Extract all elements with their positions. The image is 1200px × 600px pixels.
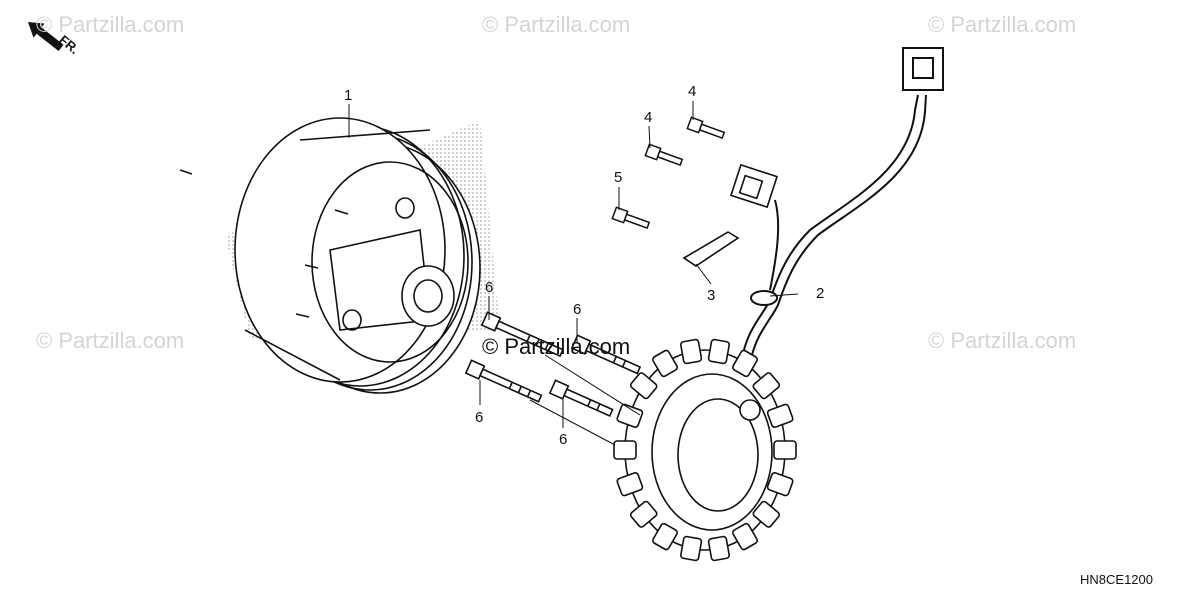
stator-tooth: [629, 500, 658, 528]
stator-tooth: [766, 403, 794, 428]
callout-bolt-f: 6: [475, 409, 484, 426]
callout-bolt-c: 5: [614, 169, 623, 186]
stator-tooth: [766, 472, 794, 497]
callout-bolt-g: 6: [559, 431, 568, 448]
small-bolt-drawings: [611, 116, 726, 230]
stator-tooth: [616, 472, 644, 497]
diagram-code: HN8CE1200: [1080, 572, 1153, 587]
wire-harness-drawing: [739, 47, 944, 376]
watermark-top-left: © Partzilla.com: [36, 12, 185, 37]
stator-tooth: [732, 522, 758, 551]
stator-tooth: [732, 349, 758, 378]
callout-bolt-b: 4: [644, 109, 653, 126]
watermark-center: © Partzilla.com: [482, 334, 631, 359]
callout-bolt-d: 6: [485, 279, 494, 296]
watermark-top-right: © Partzilla.com: [928, 12, 1077, 37]
callout-bolt-a: 4: [688, 83, 697, 100]
watermark-top-center: © Partzilla.com: [482, 12, 631, 37]
pulser-bracket-drawing: [682, 163, 779, 267]
bolt-drawings: [464, 311, 642, 418]
flywheel-drawing: [179, 117, 500, 394]
stator-tooth: [680, 338, 703, 365]
stator-tooth: [752, 372, 781, 400]
stator-tooth: [773, 440, 797, 460]
stator-tooth: [707, 338, 730, 365]
stator-tooth: [613, 440, 637, 460]
stator-tooth: [629, 372, 658, 400]
watermark-middle-left: © Partzilla.com: [36, 328, 185, 353]
stator-tooth: [707, 535, 730, 562]
stator-coil-drawing: [613, 338, 797, 562]
leader-lines: [348, 101, 799, 446]
front-direction-arrow-icon: [28, 22, 64, 52]
stator-tooth: [616, 403, 644, 428]
callout-wire-harness: 2: [816, 285, 825, 302]
stator-tooth: [652, 349, 678, 378]
callout-bolt-e: 6: [573, 301, 582, 318]
watermark-middle-right: © Partzilla.com: [928, 328, 1077, 353]
callout-flywheel: 1: [344, 87, 353, 104]
callout-bracket: 3: [707, 287, 716, 304]
stator-tooth: [652, 522, 678, 551]
stator-tooth: [680, 535, 703, 562]
stator-tooth: [752, 500, 781, 528]
